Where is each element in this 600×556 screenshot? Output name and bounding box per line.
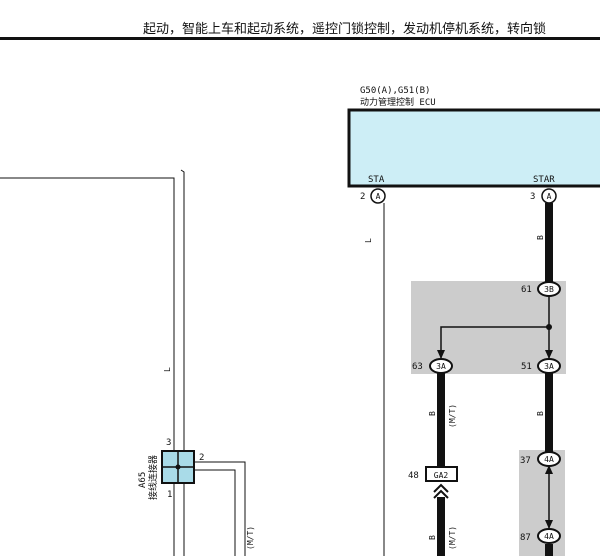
connector-48-pin: GA2 bbox=[434, 471, 449, 480]
connector-37: 37 4A bbox=[520, 451, 561, 467]
ecu-box bbox=[347, 108, 600, 188]
splice-dot bbox=[546, 324, 552, 330]
junction-code: A65 bbox=[138, 472, 148, 488]
junction-name: 接线连接器 bbox=[147, 455, 159, 500]
ecu-terminal-star: STAR bbox=[533, 175, 555, 185]
wire-junction-right-outer bbox=[195, 461, 246, 556]
connector-51-id: 51 bbox=[521, 362, 532, 372]
connector-87-pin: 4A bbox=[544, 532, 554, 541]
connector-87-oval bbox=[537, 528, 561, 544]
wire-label-b-left-lower: B bbox=[428, 535, 437, 540]
page-title: 起动，智能上车和起动系统，遥控门锁控制，发动机停机系统，转向锁 bbox=[142, 22, 546, 37]
wire-label-b-star: B bbox=[536, 235, 545, 240]
connector-37-id: 37 bbox=[520, 456, 531, 466]
ecu-connector-circle-sta bbox=[370, 188, 386, 204]
arrow-87-icon bbox=[545, 520, 553, 529]
ecu-terminal-sta: STA bbox=[368, 175, 385, 185]
connector-63-pin: 3A bbox=[436, 362, 446, 371]
ecu-connector-codes: G50(A),G51(B) bbox=[360, 86, 430, 96]
wire-label-mt-left: (M/T) bbox=[448, 404, 457, 428]
connector-48-chevron-upper-icon bbox=[433, 483, 449, 493]
connector-61-oval bbox=[537, 281, 561, 297]
connector-48: 48 GA2 bbox=[408, 466, 458, 499]
wire-label-b-left: B bbox=[428, 411, 437, 416]
wire-label-l-junction: L bbox=[163, 367, 172, 372]
junction-pin-3: 3 bbox=[166, 438, 171, 448]
ecu-pin-sta: 2 bbox=[360, 192, 365, 202]
wire-label-thin: L bbox=[364, 238, 373, 243]
junction-pin-2: 2 bbox=[199, 453, 204, 463]
ecu-connector-star: A bbox=[547, 192, 552, 201]
arrow-51-icon bbox=[545, 350, 553, 359]
connector-61-pin: 3B bbox=[544, 285, 554, 294]
wire-label-b-right-lower: B bbox=[536, 411, 545, 416]
wire-label-mt-left-lower: (M/T) bbox=[448, 526, 457, 550]
connector-63: 63 3A bbox=[412, 358, 453, 374]
header-rule bbox=[0, 37, 600, 40]
connector-63-id: 63 bbox=[412, 362, 423, 372]
connector-48-chevron-lower-icon bbox=[433, 489, 449, 499]
connector-61: 61 3B bbox=[521, 281, 561, 297]
connector-51-pin: 3A bbox=[544, 362, 554, 371]
connector-37-pin: 4A bbox=[544, 455, 554, 464]
connector-87: 87 4A bbox=[520, 528, 561, 544]
connector-61-id: 61 bbox=[521, 285, 532, 295]
connector-87-id: 87 bbox=[520, 533, 531, 543]
ecu-name: 动力管理控制 ECU bbox=[360, 96, 436, 108]
arrow-37-icon bbox=[545, 465, 553, 474]
connector-51: 51 3A bbox=[521, 358, 561, 374]
connector-63-oval bbox=[429, 358, 453, 374]
ecu-connector-sta: A bbox=[376, 192, 381, 201]
wire-junction-right-inner bbox=[195, 469, 236, 556]
wire-label-mt-junction: (M/T) bbox=[246, 526, 255, 550]
ecu-pin-star: 3 bbox=[530, 192, 535, 202]
wire-left-inner bbox=[180, 169, 185, 452]
connector-51-oval bbox=[537, 358, 561, 374]
wire-splice-branch bbox=[440, 326, 549, 358]
wire-left-outer bbox=[0, 177, 175, 556]
connector-37-oval bbox=[537, 451, 561, 467]
connector-48-box bbox=[425, 466, 458, 482]
junction-pin-1: 1 bbox=[167, 490, 172, 500]
connector-48-id: 48 bbox=[408, 471, 419, 481]
arrow-63-icon bbox=[437, 350, 445, 359]
junction-dot bbox=[175, 464, 181, 470]
